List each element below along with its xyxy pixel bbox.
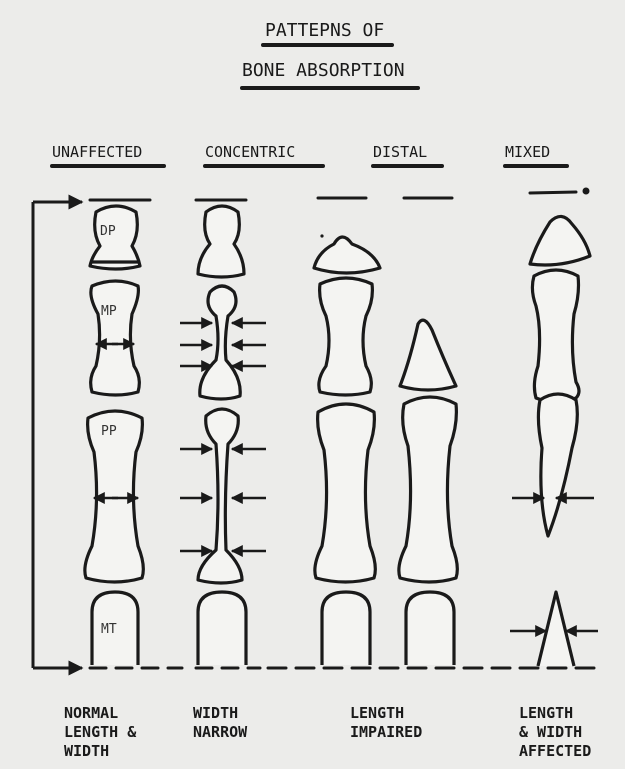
concentric-distal-phalanx xyxy=(198,206,244,277)
caption-normal-line-3: WIDTH xyxy=(64,742,136,761)
distal-2-metacarpal xyxy=(406,592,454,665)
caption-length-line-1: LENGTH xyxy=(350,704,422,723)
caption-normal-line-2: LENGTH & xyxy=(64,723,136,742)
mixed-middle-phalanx xyxy=(532,270,579,402)
distal-2-middle-phalanx xyxy=(400,320,456,390)
mixed-proximal-phalanx xyxy=(538,394,577,536)
bone-label-dp: DP xyxy=(100,224,116,239)
caption-width-line-2: NARROW xyxy=(193,723,247,742)
bone-label-mp: MP xyxy=(101,304,117,319)
caption-width-narrow: WIDTH NARROW xyxy=(193,704,247,742)
caption-length-impaired: LENGTH IMPAIRED xyxy=(350,704,422,742)
bone-label-mt: MT xyxy=(101,622,117,637)
ink-dot xyxy=(320,234,323,237)
concentric-middle-phalanx xyxy=(200,286,240,399)
length-bracket xyxy=(33,202,82,668)
caption-affected-line-3: AFFECTED xyxy=(519,742,591,761)
caption-normal: NORMAL LENGTH & WIDTH xyxy=(64,704,136,761)
unaffected-middle-phalanx xyxy=(91,281,140,395)
caption-length-line-2: IMPAIRED xyxy=(350,723,422,742)
caption-length-width-affected: LENGTH & WIDTH AFFECTED xyxy=(519,704,591,761)
caption-affected-line-2: & WIDTH xyxy=(519,723,591,742)
distal-1-metacarpal xyxy=(322,592,370,665)
caption-affected-line-1: LENGTH xyxy=(519,704,591,723)
bone-label-pp: PP xyxy=(101,424,117,439)
distal-1-distal-phalanx xyxy=(314,237,380,273)
top-reference-line xyxy=(90,189,588,200)
mixed-distal-phalanx xyxy=(530,216,590,265)
distal-1-proximal-phalanx xyxy=(315,404,375,582)
concentric-metacarpal xyxy=(198,592,246,665)
mixed-metacarpal xyxy=(538,592,574,666)
title-underlines xyxy=(52,45,567,166)
caption-normal-line-1: NORMAL xyxy=(64,704,136,723)
distal-1-middle-phalanx xyxy=(319,278,373,395)
concentric-proximal-phalanx xyxy=(198,409,242,583)
caption-width-line-1: WIDTH xyxy=(193,704,247,723)
distal-2-proximal-phalanx xyxy=(399,397,457,582)
